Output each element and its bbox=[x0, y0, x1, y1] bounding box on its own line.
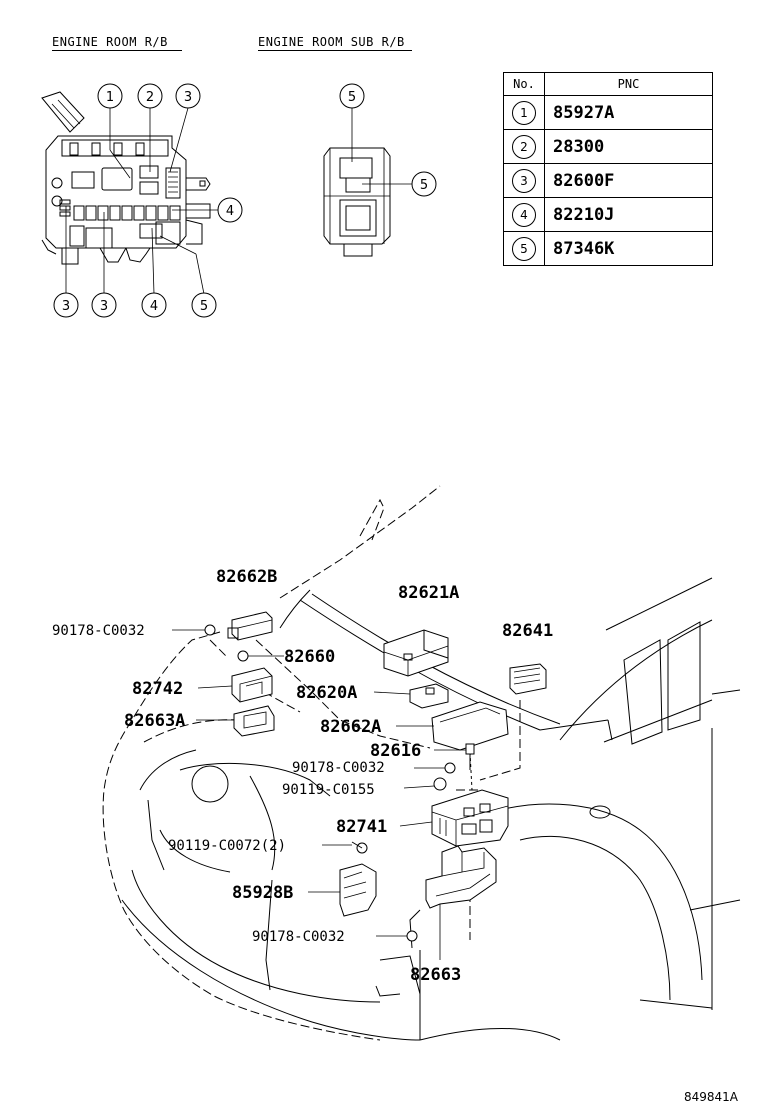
col-pnc-header: PNC bbox=[544, 72, 713, 96]
callout-5-bottom-circle bbox=[191, 292, 217, 318]
callout-4-bottom-circle bbox=[141, 292, 167, 318]
callout-3-bottom-a-label: 3 bbox=[62, 299, 70, 314]
part-90119-c0155-label: 90119-C0155 bbox=[282, 782, 375, 798]
part-90178-c0032-label-b: 90178-C0032 bbox=[292, 760, 385, 776]
part-82616-label: 82616 bbox=[370, 741, 421, 761]
callout-3-circle bbox=[175, 83, 201, 109]
part-82620a-label: 82620A bbox=[296, 683, 357, 703]
bolt-82616 bbox=[465, 743, 475, 770]
bracket-82663 bbox=[425, 845, 497, 909]
part-85928b-label: 85928B bbox=[232, 883, 293, 903]
part-82741-label: 82741 bbox=[336, 817, 387, 837]
relay-block-82741 bbox=[431, 789, 509, 847]
row-number-circle: 1 bbox=[512, 100, 536, 125]
sub-callout-top-circle bbox=[339, 83, 365, 109]
callout-3-bottom-b-label: 3 bbox=[100, 299, 108, 314]
relay-82620a bbox=[409, 683, 449, 709]
callout-4-bottom-label: 4 bbox=[150, 299, 158, 314]
pnc-table-header-row: No. PNC bbox=[503, 72, 713, 96]
table-row: 4 82210J bbox=[503, 197, 713, 232]
row-number-circle: 5 bbox=[512, 236, 536, 261]
engine-room-sub-relay-block bbox=[323, 147, 391, 257]
part-82663-label: 82663 bbox=[410, 965, 461, 985]
connector-82641 bbox=[509, 663, 547, 695]
part-leader-lines bbox=[172, 629, 466, 960]
table-row: 5 87346K bbox=[503, 231, 713, 266]
pnc-cell: 82210J bbox=[544, 197, 713, 232]
sub-callout-top-label: 5 bbox=[348, 90, 356, 105]
pnc-table: No. PNC 1 85927A 2 28300 3 82600F 4 8221… bbox=[503, 72, 713, 266]
bolt-90119-c0072 bbox=[351, 841, 368, 854]
rb-callout-lines bbox=[65, 107, 218, 295]
sub-callout-right-circle bbox=[411, 171, 437, 197]
sub-callout-right-label: 5 bbox=[420, 178, 428, 193]
callout-2-circle bbox=[137, 83, 163, 109]
callout-2-label: 2 bbox=[146, 90, 154, 105]
callout-3-bottom-a-circle bbox=[53, 292, 79, 318]
engine-room-rb-header: ENGINE ROOM R/B bbox=[52, 35, 182, 51]
part-82621a-label: 82621A bbox=[398, 583, 459, 603]
bracket-82663a bbox=[233, 705, 275, 737]
relay-82621a bbox=[383, 629, 449, 677]
part-82742-label: 82742 bbox=[132, 679, 183, 699]
callout-4-circle bbox=[217, 197, 243, 223]
part-90119-c0072-label: 90119-C0072(2) bbox=[168, 838, 286, 854]
callout-3-bottom-b-circle bbox=[91, 292, 117, 318]
bracket-85928b bbox=[339, 863, 377, 917]
bolt-90119-c0155 bbox=[433, 777, 447, 791]
table-row: 2 28300 bbox=[503, 129, 713, 164]
engine-room-relay-block bbox=[41, 91, 211, 265]
pnc-cell: 87346K bbox=[544, 231, 713, 266]
engine-room-sub-rb-header: ENGINE ROOM SUB R/B bbox=[258, 35, 412, 51]
part-82663a-label: 82663A bbox=[124, 711, 185, 731]
part-82662b-label: 82662B bbox=[216, 567, 277, 587]
cover-82662a bbox=[431, 701, 509, 751]
callout-3-label: 3 bbox=[184, 90, 192, 105]
relay-82662b bbox=[227, 611, 273, 641]
callout-4-label: 4 bbox=[226, 204, 234, 219]
part-90178-c0032-label-c: 90178-C0032 bbox=[252, 929, 345, 945]
part-90178-c0032-label-a: 90178-C0032 bbox=[52, 623, 145, 639]
part-82662a-label: 82662A bbox=[320, 717, 381, 737]
row-number-circle: 4 bbox=[512, 202, 536, 227]
diagram-code: 849841A bbox=[683, 1090, 738, 1104]
part-82660-label: 82660 bbox=[284, 647, 335, 667]
callout-5-bottom-label: 5 bbox=[200, 299, 208, 314]
callout-1-label: 1 bbox=[106, 90, 114, 105]
row-number-circle: 2 bbox=[512, 134, 536, 159]
pnc-cell: 28300 bbox=[544, 129, 713, 164]
bracket-82742 bbox=[231, 667, 273, 703]
row-number-circle: 3 bbox=[512, 168, 536, 193]
part-82641-label: 82641 bbox=[502, 621, 553, 641]
callout-1-circle bbox=[97, 83, 123, 109]
car-body-outline bbox=[102, 485, 741, 1041]
